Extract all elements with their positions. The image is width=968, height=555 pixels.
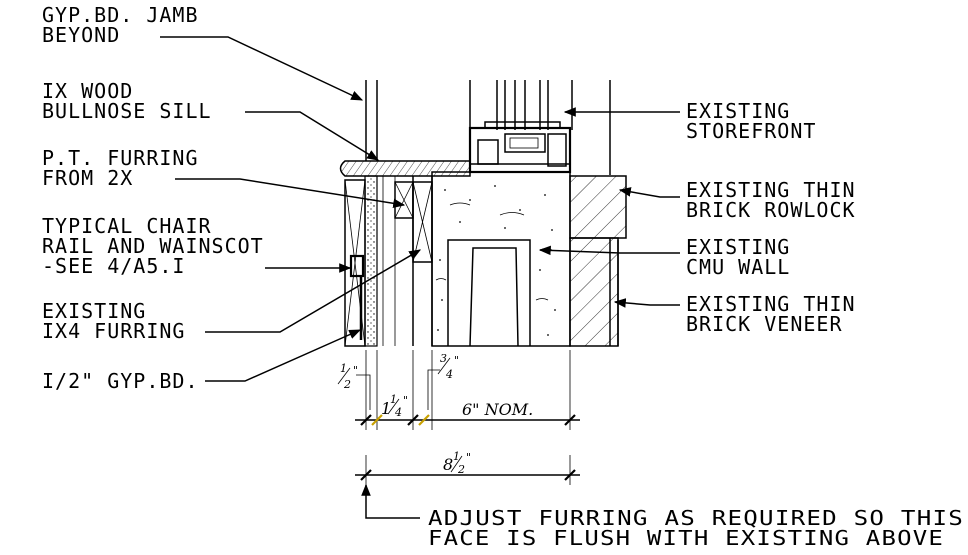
dimension-lines bbox=[355, 350, 580, 485]
label-veneer-line2: BRICK VENEER bbox=[686, 312, 843, 336]
label-chair-line2: RAIL AND WAINSCOT bbox=[42, 234, 264, 258]
callout-labels: GYP.BD. JAMB BEYOND IX WOOD BULLNOSE SIL… bbox=[42, 3, 964, 550]
cmu-wall bbox=[431, 171, 571, 347]
label-cmu-line2: CMU WALL bbox=[686, 255, 790, 279]
svg-text:1: 1 bbox=[381, 399, 391, 418]
label-rowlock-line2: BRICK ROWLOCK bbox=[686, 198, 856, 222]
dim-half-inch: 1 2 " bbox=[337, 362, 358, 391]
label-sill-line2: BULLNOSE SILL bbox=[42, 99, 212, 123]
label-furring-line2: FROM 2X bbox=[42, 166, 133, 190]
label-gyp-jamb-line1: GYP.BD. JAMB bbox=[42, 3, 199, 27]
svg-text:": " bbox=[403, 394, 408, 407]
label-rowlock-line1: EXISTING THIN bbox=[686, 178, 856, 202]
label-cmu-line1: EXISTING bbox=[686, 235, 790, 259]
svg-text:": " bbox=[353, 364, 358, 377]
dim-one-quarter-inch: 1 1 4 " bbox=[381, 393, 408, 419]
label-furring-line1: P.T. FURRING bbox=[42, 146, 199, 170]
dimension-labels: 1 2 " 1 1 4 " 3 4 " 6" NOM. 8 1 2 " bbox=[337, 352, 533, 476]
label-half-gyp: I/2" GYP.BD. bbox=[42, 369, 199, 393]
svg-text:1: 1 bbox=[390, 393, 397, 406]
label-storefront-line2: STOREFRONT bbox=[686, 119, 816, 143]
storefront-frame bbox=[468, 80, 611, 175]
label-adjust-line2: FACE IS FLUSH WITH EXISTING ABOVE bbox=[428, 526, 944, 550]
svg-text:1: 1 bbox=[453, 450, 460, 463]
label-existing-furring-line2: IX4 FURRING bbox=[42, 319, 185, 343]
dim-six-nom: 6" NOM. bbox=[462, 400, 533, 419]
label-chair-line1: TYPICAL CHAIR bbox=[42, 214, 212, 238]
svg-text:8: 8 bbox=[443, 455, 453, 474]
dim-overall: 8 1 2 " bbox=[443, 450, 471, 476]
svg-text:3: 3 bbox=[440, 352, 447, 365]
bullnose-sill bbox=[339, 160, 471, 177]
svg-text:1: 1 bbox=[340, 362, 347, 375]
label-chair-line3: -SEE 4/A5.I bbox=[42, 254, 185, 278]
label-veneer-line1: EXISTING THIN bbox=[686, 292, 856, 316]
svg-text:": " bbox=[454, 354, 459, 367]
svg-text:4: 4 bbox=[394, 406, 402, 419]
thin-brick bbox=[569, 175, 627, 347]
label-gyp-jamb-line2: BEYOND bbox=[42, 23, 120, 47]
label-existing-furring-line1: EXISTING bbox=[42, 299, 146, 323]
label-adjust-line1: ADJUST FURRING AS REQUIRED SO THIS bbox=[428, 506, 964, 530]
svg-text:4: 4 bbox=[445, 368, 453, 381]
leader-lines bbox=[160, 36, 680, 519]
svg-text:2: 2 bbox=[343, 378, 351, 391]
dim-three-quarter-inch: 3 4 " bbox=[437, 352, 459, 381]
svg-text:": " bbox=[466, 451, 471, 464]
interior-wall-layers bbox=[344, 80, 433, 347]
label-storefront-line1: EXISTING bbox=[686, 99, 790, 123]
label-sill-line1: IX WOOD bbox=[42, 79, 133, 103]
svg-text:2: 2 bbox=[457, 463, 465, 476]
